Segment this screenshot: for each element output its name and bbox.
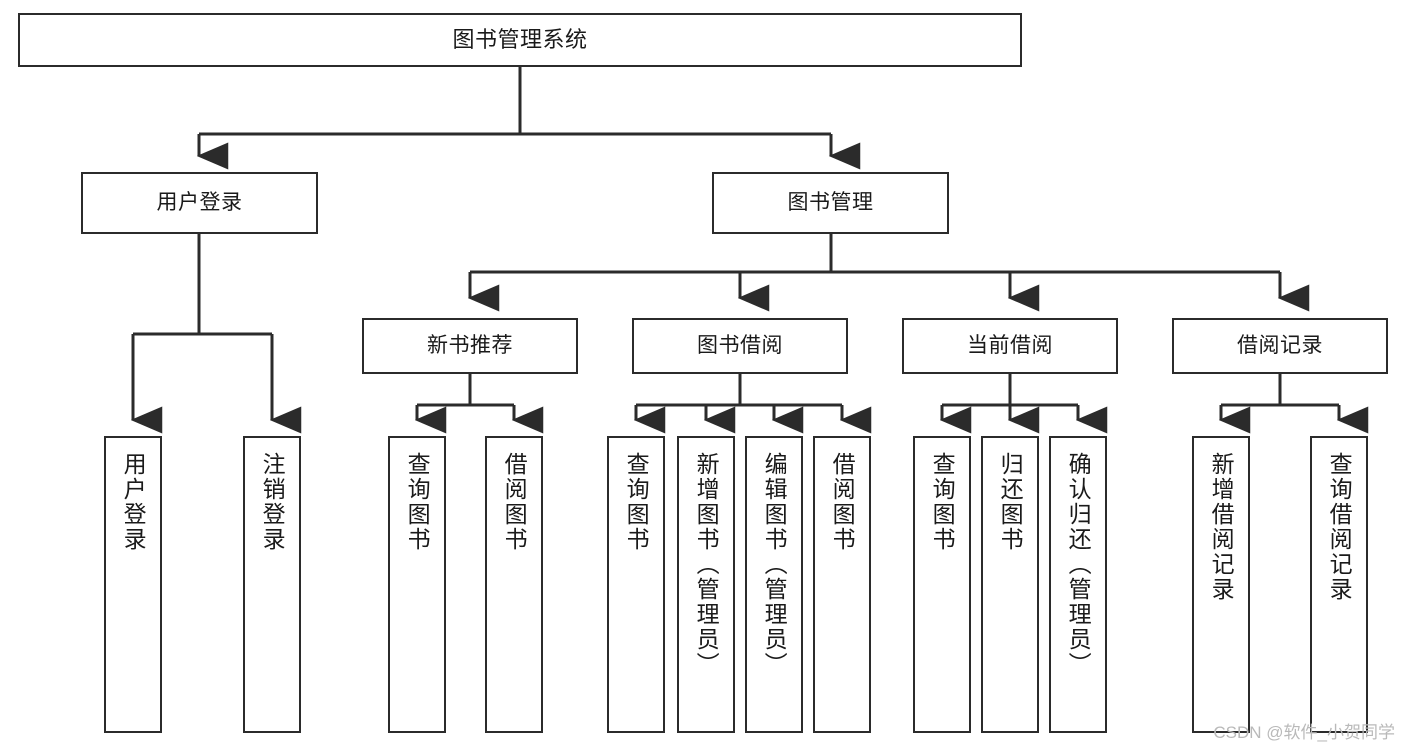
- leaf-borrow-edit-book-admin[interactable]: 编辑图书（管理员）: [745, 436, 803, 733]
- node-label: 图书借阅: [697, 333, 783, 357]
- watermark-credit: CSDN @软件_小贺同学: [1213, 723, 1395, 742]
- node-label: 图书管理: [787, 190, 874, 214]
- node-borrow-record[interactable]: 借阅记录: [1172, 318, 1388, 374]
- node-user-login[interactable]: 用户登录: [81, 172, 318, 234]
- node-label: 查询图书: [929, 452, 956, 552]
- leaf-borrow-borrow-book[interactable]: 借阅图书: [813, 436, 871, 733]
- node-label: 用户登录: [156, 190, 243, 214]
- node-label: 用户登录: [120, 452, 147, 552]
- node-book-borrow[interactable]: 图书借阅: [632, 318, 848, 374]
- leaf-current-query-book[interactable]: 查询图书: [913, 436, 971, 733]
- node-label: 借阅图书: [829, 452, 856, 552]
- node-current-borrow[interactable]: 当前借阅: [902, 318, 1118, 374]
- node-label: 查询图书: [404, 452, 431, 552]
- leaf-record-add-record[interactable]: 新增借阅记录: [1192, 436, 1250, 733]
- leaf-borrow-add-book-admin[interactable]: 新增图书（管理员）: [677, 436, 735, 733]
- node-label: 查询借阅记录: [1326, 452, 1353, 602]
- leaf-current-return-book[interactable]: 归还图书: [981, 436, 1039, 733]
- node-label: 注销登录: [259, 452, 286, 552]
- node-label: 新书推荐: [427, 333, 513, 357]
- node-label: 借阅图书: [501, 452, 528, 552]
- node-label: 编辑图书（管理员）: [761, 452, 788, 677]
- leaf-borrow-query-book[interactable]: 查询图书: [607, 436, 665, 733]
- leaf-current-confirm-return-admin[interactable]: 确认归还（管理员）: [1049, 436, 1107, 733]
- node-label: 查询图书: [623, 452, 650, 552]
- leaf-user-login-logout[interactable]: 注销登录: [243, 436, 301, 733]
- leaf-recommend-borrow-book[interactable]: 借阅图书: [485, 436, 543, 733]
- leaf-recommend-query-book[interactable]: 查询图书: [388, 436, 446, 733]
- node-root-system[interactable]: 图书管理系统: [18, 13, 1022, 67]
- node-label: 确认归还（管理员）: [1065, 452, 1092, 677]
- node-new-book-recommend[interactable]: 新书推荐: [362, 318, 578, 374]
- node-label: 新增图书（管理员）: [693, 452, 720, 677]
- leaf-user-login-login[interactable]: 用户登录: [104, 436, 162, 733]
- node-label: 当前借阅: [967, 333, 1053, 357]
- node-label: 归还图书: [997, 452, 1024, 552]
- node-book-management[interactable]: 图书管理: [712, 172, 949, 234]
- leaf-record-query-record[interactable]: 查询借阅记录: [1310, 436, 1368, 733]
- node-label: 借阅记录: [1237, 333, 1323, 357]
- node-label: 图书管理系统: [452, 27, 588, 53]
- node-label: 新增借阅记录: [1208, 452, 1235, 602]
